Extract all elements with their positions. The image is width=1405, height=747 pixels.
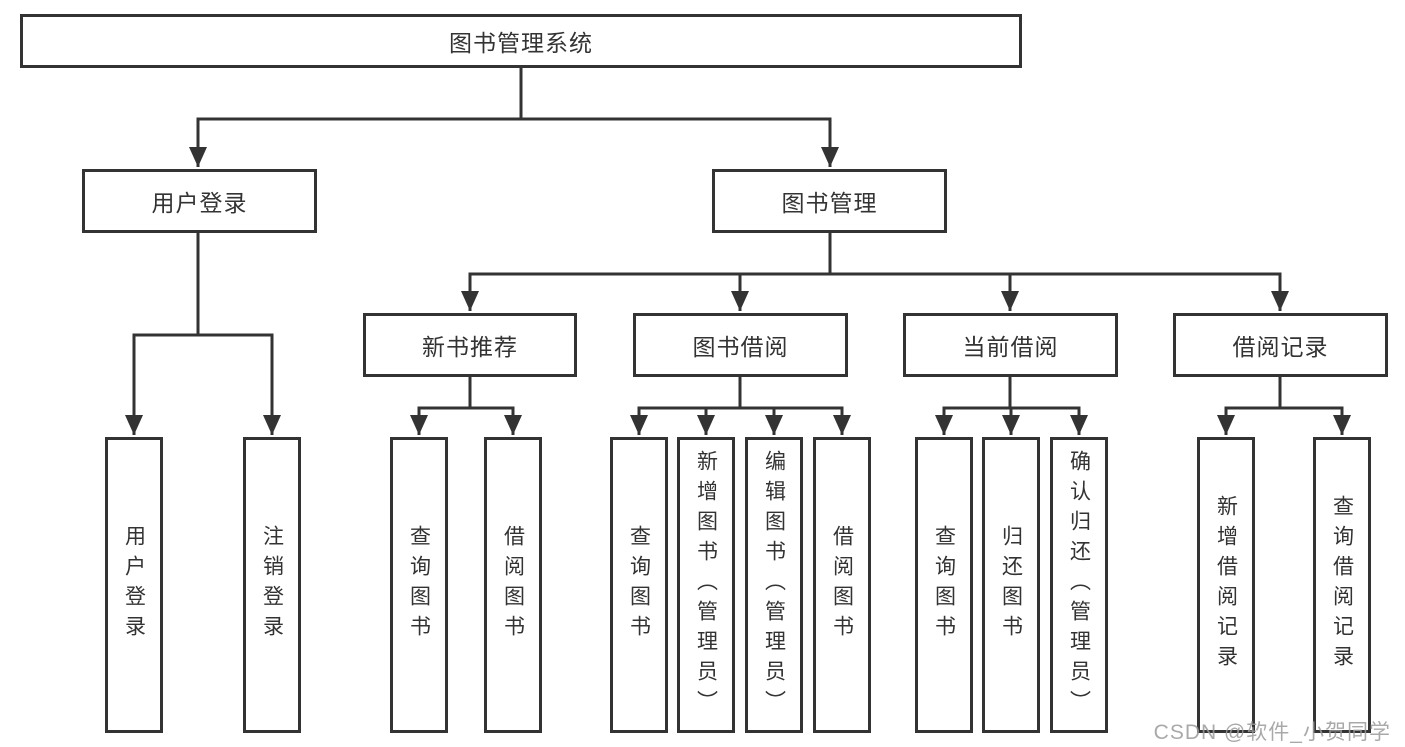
node-borrow-records: 借阅记录	[1173, 313, 1388, 377]
leaf-current-return-books: 归还图书	[982, 437, 1040, 733]
leaf-borrow-borrow-books: 借阅图书	[813, 437, 871, 733]
leaf-borrow-edit-books-admin: 编辑图书（管理员）	[745, 437, 803, 733]
leaf-current-query-books: 查询图书	[915, 437, 973, 733]
leaf-borrow-query-books: 查询图书	[610, 437, 668, 733]
node-book-management: 图书管理	[712, 169, 947, 233]
leaf-borrow-add-books-admin: 新增图书（管理员）	[677, 437, 735, 733]
leaf-current-confirm-return-admin: 确认归还（管理员）	[1050, 437, 1108, 733]
leaf-records-query-record: 查询借阅记录	[1313, 437, 1371, 733]
node-book-borrow: 图书借阅	[633, 313, 848, 377]
leaf-recommend-query-books: 查询图书	[390, 437, 448, 733]
csdn-watermark: CSDN @软件_小贺同学	[1153, 721, 1391, 744]
node-user-login: 用户登录	[82, 169, 317, 233]
leaf-user-login: 用户登录	[105, 437, 163, 733]
leaf-recommend-borrow-books: 借阅图书	[484, 437, 542, 733]
node-new-book-recommend: 新书推荐	[363, 313, 577, 377]
node-library-management-system: 图书管理系统	[20, 14, 1022, 68]
leaf-logout: 注销登录	[243, 437, 301, 733]
node-current-borrow: 当前借阅	[903, 313, 1118, 377]
leaf-records-add-record: 新增借阅记录	[1197, 437, 1255, 733]
